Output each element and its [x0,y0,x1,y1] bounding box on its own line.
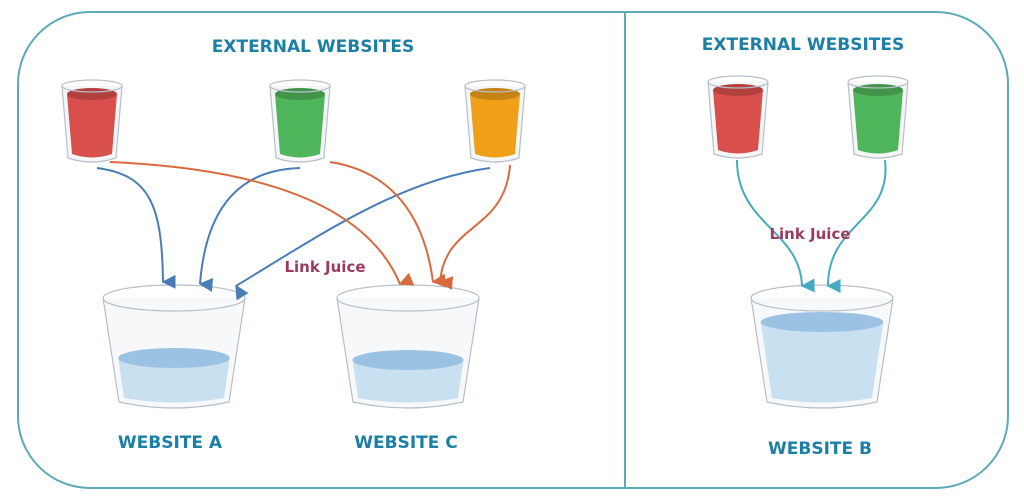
website-a-label: WEBSITE A [118,433,223,453]
website-a-bucket-icon [102,284,246,409]
green-glass-right-icon [847,75,909,159]
left-panel-title: EXTERNAL WEBSITES [212,37,415,57]
link-arrows [96,159,887,301]
red-glass-left-icon [61,79,123,163]
website-b-bucket-icon [750,284,894,409]
green-glass-left-icon [269,79,331,163]
right-panel-title: EXTERNAL WEBSITES [702,35,905,55]
arrow-red-to-c [109,161,415,286]
arrow-green-to-a [198,167,301,292]
arrow-orange-to-c [438,164,511,291]
link-juice-label-right: Link Juice [769,225,850,243]
arrow-green-to-c [329,161,447,288]
website-c-bucket-icon [336,284,480,409]
arrow-red-to-a [96,167,176,289]
arrow-red-to-b [736,159,815,293]
website-b-label: WEBSITE B [768,439,872,459]
arrow-green-to-b [826,159,887,294]
link-juice-label-left: Link Juice [284,258,365,276]
website-c-label: WEBSITE C [354,433,458,453]
red-glass-right-icon [707,75,769,159]
orange-glass-left-icon [464,79,526,163]
outer-frame [17,11,1009,489]
arrow-orange-to-a [235,167,491,301]
